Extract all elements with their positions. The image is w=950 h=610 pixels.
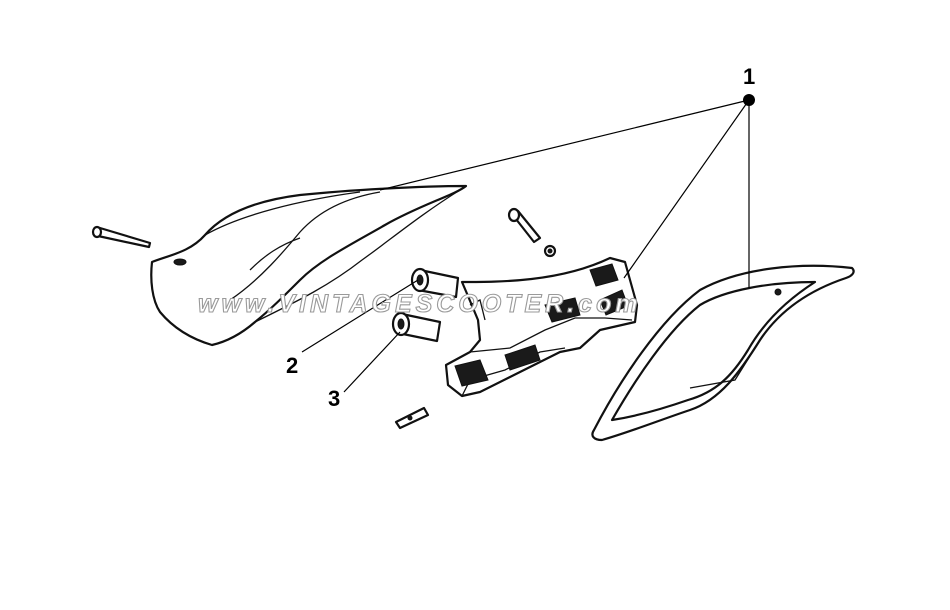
callout-3-leader	[343, 331, 401, 393]
callout-1-dot	[743, 94, 755, 106]
bolt-part	[507, 207, 557, 258]
callout-2-label: 2	[286, 353, 298, 378]
support-bracket-part	[444, 256, 639, 398]
callout-1-leaders	[379, 99, 750, 288]
callout-2-leader	[301, 279, 419, 353]
callout-1-label: 1	[743, 64, 755, 89]
callout-3-label: 3	[328, 386, 340, 411]
watermark-text: www.VINTAGESCOOTER.com	[198, 290, 642, 318]
small-clip-part	[394, 406, 430, 430]
bushing-lower-part	[391, 311, 442, 343]
long-screw-part	[91, 225, 152, 249]
frame-surround-part	[591, 264, 855, 442]
cowl-cover-part	[150, 184, 468, 347]
bushing-upper-part	[410, 267, 460, 299]
